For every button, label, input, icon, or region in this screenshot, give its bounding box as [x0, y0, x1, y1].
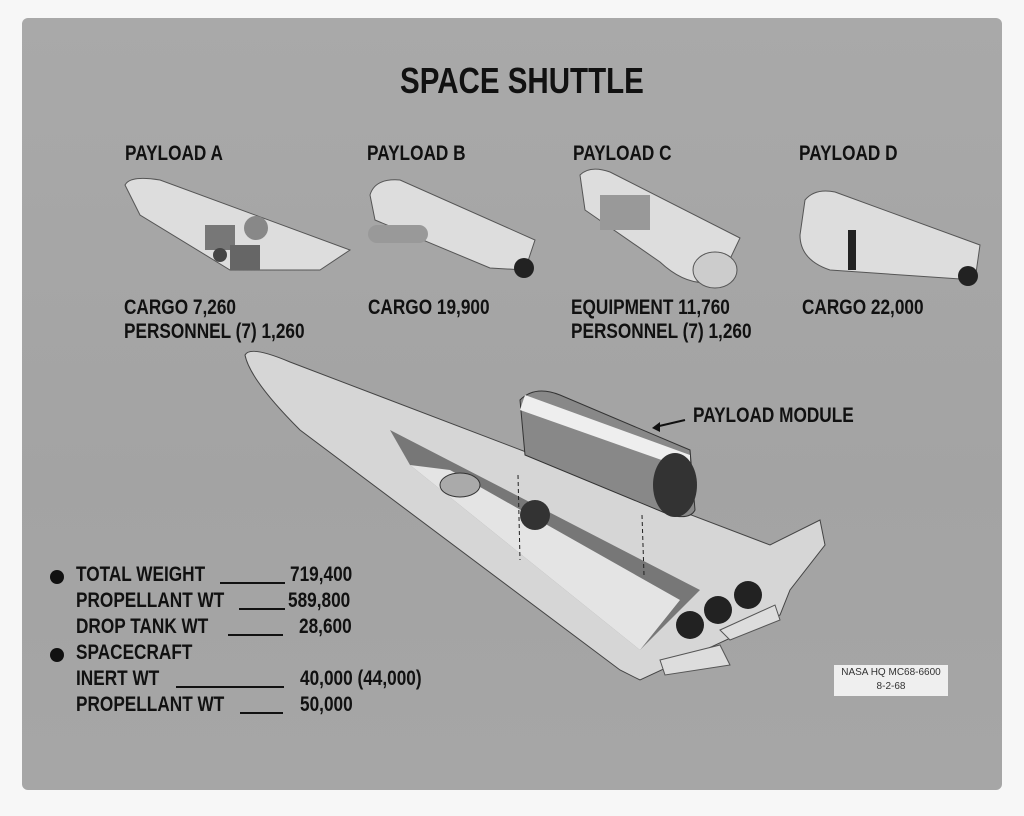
payload-a-cargo: CARGO 7,260: [124, 296, 236, 319]
photo-id-tag: NASA HQ MC68-6600 8-2-68: [834, 665, 948, 696]
photo-id: NASA HQ MC68-6600: [841, 667, 941, 678]
payload-b-cargo: CARGO 19,900: [368, 296, 490, 319]
payload-b-label: PAYLOAD B: [367, 142, 466, 165]
payload-c-personnel: PERSONNEL (7) 1,260: [571, 320, 752, 343]
stat-value: 40,000 (44,000): [300, 667, 422, 690]
bullet-icon: [50, 648, 64, 662]
stat-label: PROPELLANT WT: [76, 693, 225, 716]
stat-value: 719,400: [290, 563, 353, 586]
photo-date: 8-2-68: [876, 681, 906, 692]
payload-d-illustration: [799, 190, 981, 286]
bullet-icon: [50, 570, 64, 584]
stat-label: INERT WT: [76, 667, 160, 690]
leader-line: [176, 686, 284, 688]
payload-module-callout: PAYLOAD MODULE: [693, 404, 854, 427]
stat-label: TOTAL WEIGHT: [76, 563, 206, 586]
payload-c-label: PAYLOAD C: [573, 142, 672, 165]
payload-a-illustration: [124, 177, 352, 271]
stat-value: 589,800: [288, 589, 351, 612]
leader-line: [220, 582, 285, 584]
stat-label: SPACECRAFT: [76, 641, 193, 664]
payload-c-illustration: [579, 168, 741, 289]
stat-value: 50,000: [300, 693, 353, 716]
payload-c-equipment: EQUIPMENT 11,760: [571, 296, 730, 319]
leader-line: [239, 608, 285, 610]
diagram-panel: [22, 18, 1002, 790]
payload-d-cargo: CARGO 22,000: [802, 296, 924, 319]
payload-a-label: PAYLOAD A: [125, 142, 223, 165]
shuttle-illustration: [244, 350, 826, 681]
stat-label: DROP TANK WT: [76, 615, 209, 638]
stat-value: 28,600: [299, 615, 352, 638]
stat-label: PROPELLANT WT: [76, 589, 225, 612]
payload-b-illustration: [368, 179, 536, 278]
payload-a-personnel: PERSONNEL (7) 1,260: [124, 320, 305, 343]
payload-d-label: PAYLOAD D: [799, 142, 898, 165]
page-title: SPACE SHUTTLE: [400, 60, 644, 101]
leader-line: [240, 712, 283, 714]
leader-line: [228, 634, 283, 636]
